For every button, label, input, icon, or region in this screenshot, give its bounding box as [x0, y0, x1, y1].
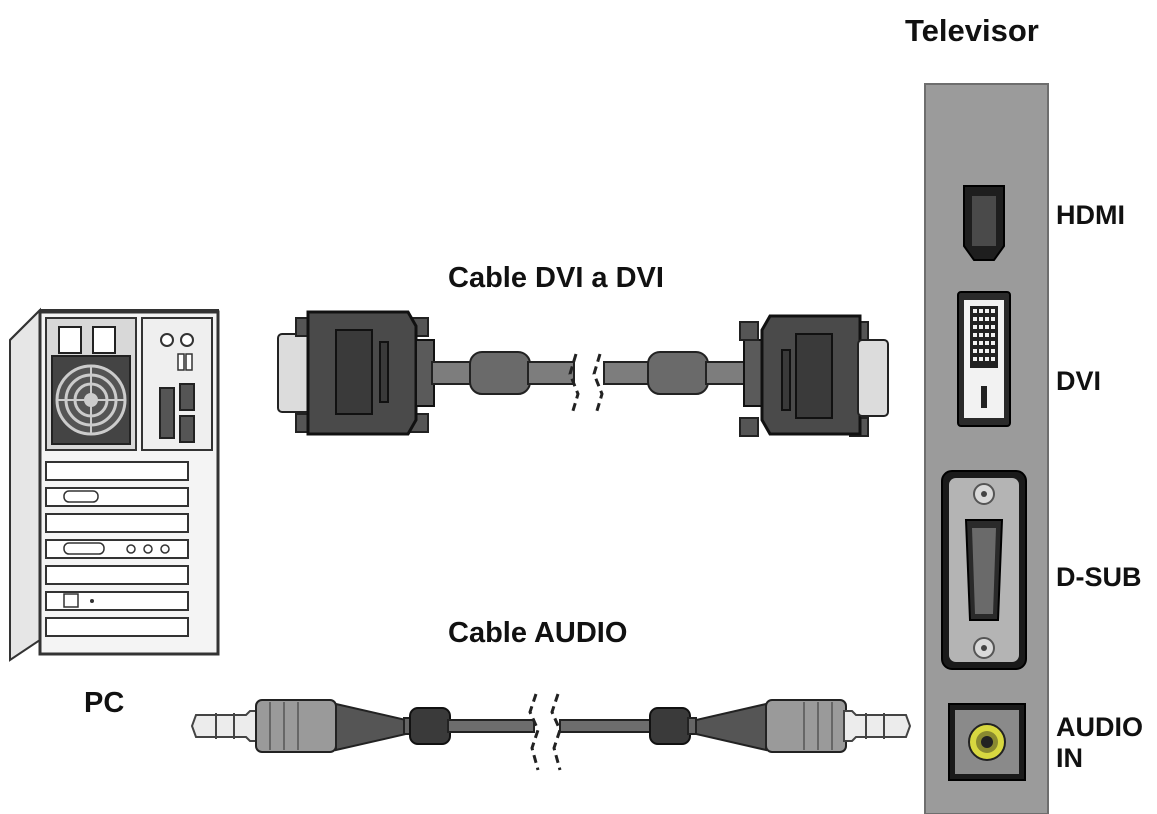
audio-cable-label: Cable AUDIO: [448, 617, 628, 649]
hdmi-port-label: HDMI: [1056, 200, 1125, 230]
pc-label: PC: [84, 687, 125, 719]
audio-in-port: [948, 703, 1026, 781]
dvi-port-label: DVI: [1056, 366, 1102, 396]
audio-plug-left: [190, 699, 407, 753]
audio-plug-right: [695, 699, 912, 753]
dvi-connector-right: [739, 314, 889, 437]
dvi-cable-label: Cable DVI a DVI: [448, 262, 664, 294]
dsub-port: [941, 470, 1027, 670]
tv-title: Televisor: [905, 13, 1039, 48]
dvi-port: [957, 291, 1011, 427]
dvi-connector-left: [277, 310, 435, 436]
dsub-port-label: D-SUB: [1056, 562, 1142, 592]
pc-tower: [9, 307, 220, 662]
hdmi-port: [963, 185, 1005, 261]
audio-in-port-label: AUDIO IN: [1056, 712, 1143, 774]
